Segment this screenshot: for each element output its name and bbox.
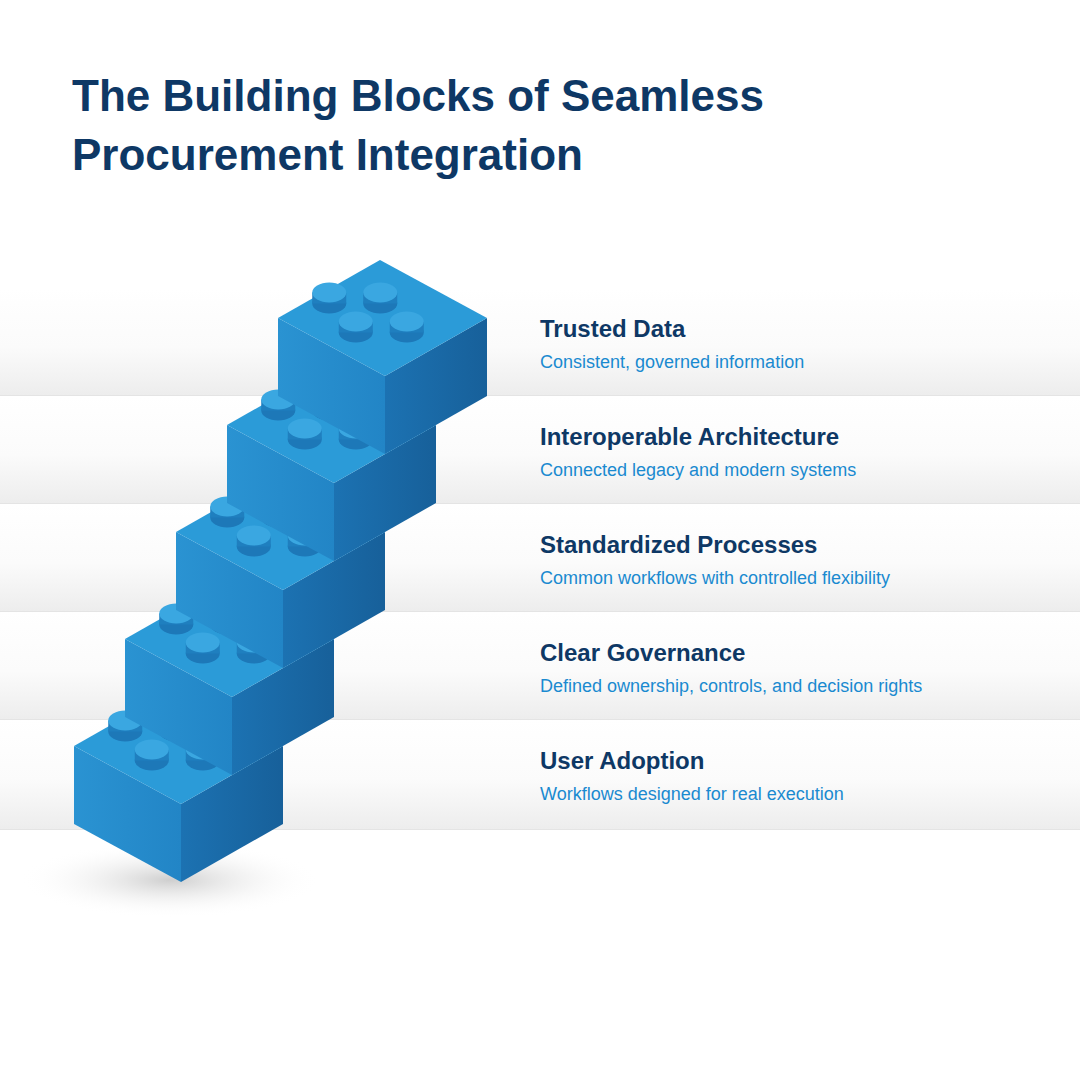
lego-brick [278,260,487,454]
lego-brick [176,474,385,668]
step-band: Interoperable ArchitectureConnected lega… [0,396,1080,504]
lego-brick [125,581,334,775]
step-heading: Standardized Processes [540,530,1060,560]
step-heading: User Adoption [540,746,1060,776]
step-band: Trusted DataConsistent, governed informa… [0,288,1080,396]
step-heading: Trusted Data [540,314,1060,344]
step-description: Connected legacy and modern systems [540,458,1060,482]
floor-shadow [20,842,320,918]
step-band: Standardized ProcessesCommon workflows w… [0,504,1080,612]
diagram-title: The Building Blocks of Seamless Procurem… [72,66,832,184]
step-heading: Clear Governance [540,638,1060,668]
step-description: Consistent, governed information [540,350,1060,374]
step-heading: Interoperable Architecture [540,422,1060,452]
step-description: Defined ownership, controls, and decisio… [540,674,1060,698]
step-band: User AdoptionWorkflows designed for real… [0,720,1080,830]
step-description: Workflows designed for real execution [540,782,1060,806]
lego-brick [227,367,436,561]
step-band: Clear GovernanceDefined ownership, contr… [0,612,1080,720]
step-description: Common workflows with controlled flexibi… [540,566,1060,590]
lego-brick [74,688,283,882]
